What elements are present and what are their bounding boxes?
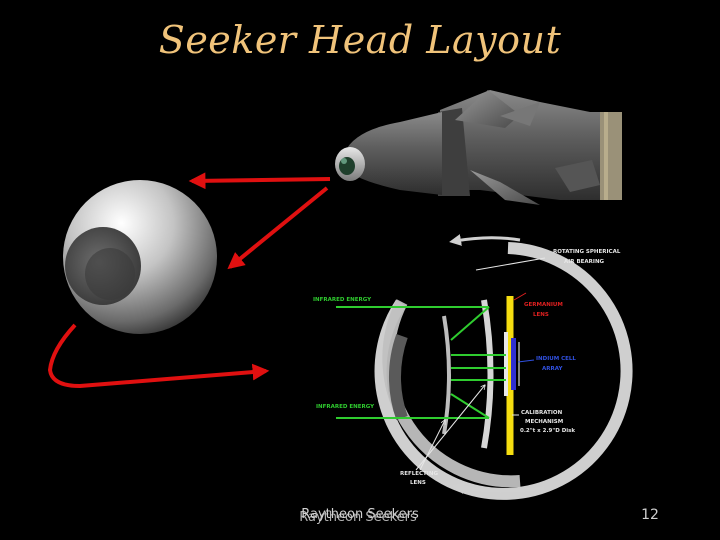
- leader-bearing: [475, 257, 546, 271]
- label-reflecting-1: REFLECTING: [400, 471, 438, 477]
- leader-reflect-1: [419, 420, 445, 471]
- footer-text-shadow: Raytheon Seekers: [299, 510, 417, 525]
- label-detector-2: ARRAY: [542, 366, 563, 372]
- label-ir-energy-bottom: INFRARED ENERGY: [316, 404, 375, 410]
- seeker-cross-section: ROTATING SPHERICAL AIR BEARING INFRARED …: [313, 234, 633, 500]
- seeker-sphere-image: [63, 180, 217, 334]
- footer-text: Raytheon Seekers: [301, 507, 419, 522]
- leader-detector: [517, 359, 535, 363]
- red-arrow-to-diagram: [47, 323, 270, 389]
- leader-reflect-2: [415, 385, 485, 471]
- label-calibration-2: MECHANISM: [525, 419, 563, 425]
- red-arrow-to-sphere: [227, 186, 329, 270]
- slide-number: 12: [641, 507, 659, 523]
- label-calibration-3: 0.2"t x 2.9"D Disk: [520, 428, 575, 434]
- slide-title: Seeker Head Layout: [158, 18, 562, 62]
- label-reflecting-2: LENS: [410, 480, 426, 486]
- leader-lens: [513, 292, 527, 301]
- label-germanium-2: LENS: [533, 312, 549, 318]
- label-rotating-bearing-2: AIR BEARING: [564, 259, 605, 265]
- label-calibration-1: CALIBRATION: [521, 410, 563, 416]
- red-arrow-to-sphere-top: [188, 172, 331, 190]
- missile-image: [335, 90, 622, 205]
- label-rotating-bearing-1: ROTATING SPHERICAL: [553, 249, 621, 255]
- label-detector-1: INDIUM CELL: [536, 356, 576, 362]
- label-ir-energy-top: INFRARED ENERGY: [313, 297, 372, 303]
- label-germanium-1: GERMANIUM: [524, 302, 563, 308]
